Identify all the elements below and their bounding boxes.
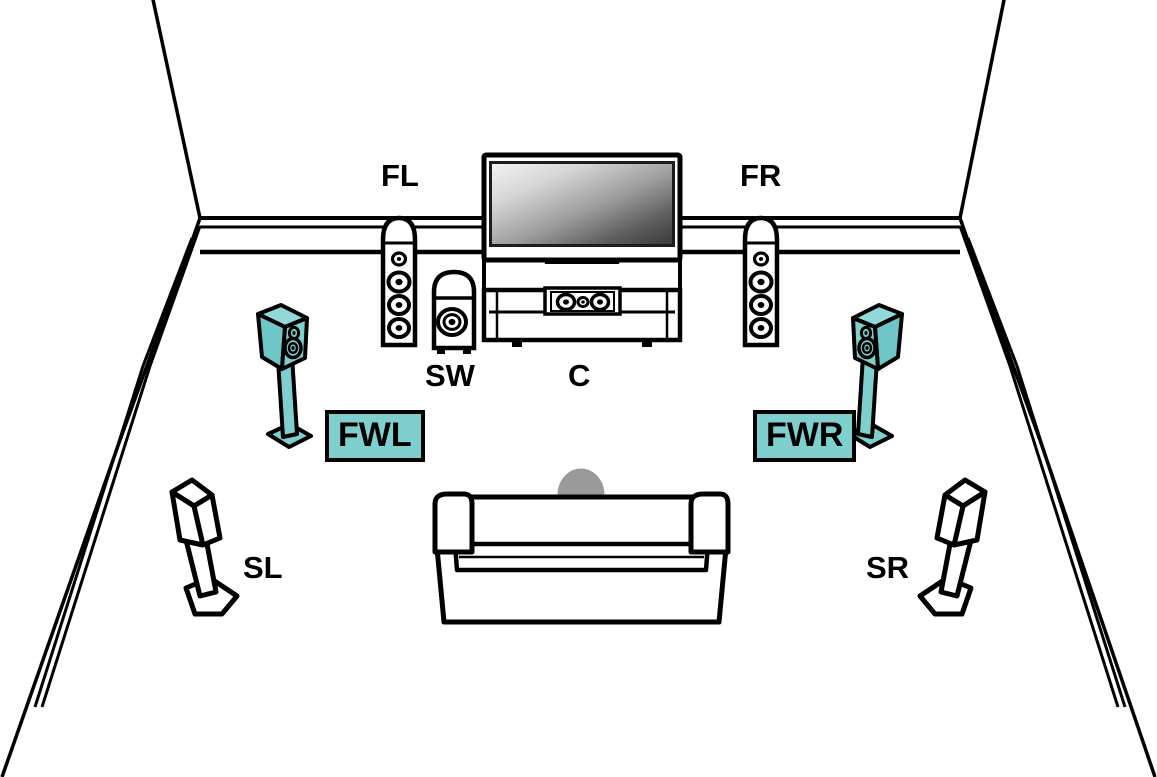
right-wall-base-a bbox=[1008, 365, 1120, 708]
label-sl: SL bbox=[243, 550, 283, 585]
label-fwl: FWL bbox=[325, 410, 425, 462]
floor-edge-left-inner bbox=[118, 257, 188, 441]
ceiling-edge-left bbox=[151, 0, 202, 219]
speaker-sw bbox=[431, 269, 477, 354]
speaker-sr bbox=[917, 477, 988, 617]
label-center: C bbox=[568, 358, 591, 393]
ceiling-edge-right bbox=[958, 0, 1006, 219]
label-sr: SR bbox=[866, 550, 910, 585]
label-fl: FL bbox=[381, 158, 419, 193]
floor-edge-left-outer bbox=[0, 439, 122, 777]
corner-left-wall-a bbox=[148, 225, 202, 367]
sofa bbox=[432, 491, 731, 625]
television bbox=[481, 152, 683, 263]
speaker-fl bbox=[380, 215, 418, 348]
corner-right-wall-a bbox=[958, 225, 1012, 367]
label-fwr: FWR bbox=[753, 410, 857, 462]
speaker-fwr bbox=[847, 303, 904, 449]
right-wall-base-b bbox=[1015, 365, 1127, 708]
speaker-fr bbox=[742, 215, 780, 348]
floor-edge-right-inner bbox=[972, 257, 1042, 441]
left-wall-base-a bbox=[40, 365, 152, 708]
corner-right-wall-b bbox=[966, 237, 1019, 367]
label-fr: FR bbox=[740, 158, 782, 193]
left-wall-base-b bbox=[33, 365, 145, 708]
floor-edge-right-outer bbox=[1038, 439, 1157, 777]
label-sw: SW bbox=[425, 358, 475, 393]
speaker-sl bbox=[169, 477, 240, 617]
speaker-fwl bbox=[256, 303, 313, 449]
corner-left-wall-b bbox=[141, 237, 194, 367]
center-speaker bbox=[543, 286, 622, 316]
